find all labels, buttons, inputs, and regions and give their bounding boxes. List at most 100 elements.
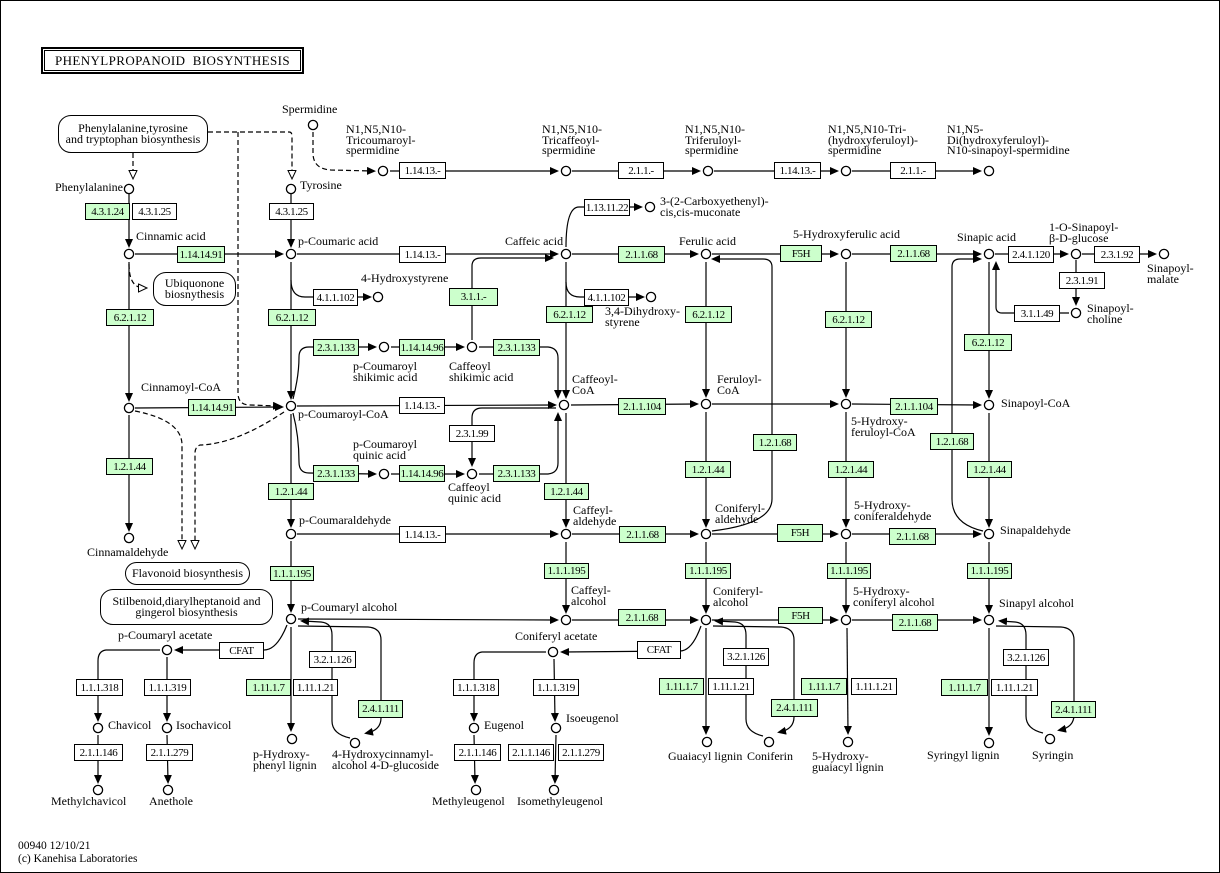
enzyme-box-2.4.1.111[interactable]: 2.4.1.111: [1051, 701, 1096, 718]
enzyme-box-1.2.1.44[interactable]: 1.2.1.44: [828, 461, 874, 478]
enzyme-box-1.11.1.21[interactable]: 1.11.1.21: [851, 678, 897, 695]
compound-circle-p-coumaraldehyde[interactable]: [285, 528, 297, 540]
pathway-link-phe-tyr-trp-biosynthesis[interactable]: Phenylalanine,tyrosine and tryptophan bi…: [58, 115, 208, 153]
enzyme-box-1.14.13.-[interactable]: 1.14.13.-: [399, 246, 446, 263]
compound-circle-5-hydroxyferulic-acid[interactable]: [840, 248, 852, 260]
compound-circle-syringin[interactable]: [1044, 733, 1056, 745]
enzyme-box-1.2.1.68[interactable]: 1.2.1.68: [930, 433, 974, 450]
enzyme-box-2.3.1.133[interactable]: 2.3.1.133: [313, 339, 359, 356]
enzyme-box-1.14.13.-[interactable]: 1.14.13.-: [774, 162, 821, 179]
enzyme-box-2.4.1.111[interactable]: 2.4.1.111: [358, 700, 403, 718]
compound-circle-chavicol[interactable]: [92, 722, 104, 734]
compound-circle-coniferyl-acetate[interactable]: [547, 646, 559, 658]
compound-circle-sinapic-acid[interactable]: [983, 248, 995, 260]
compound-circle-p-coumaroyl-quinic-acid[interactable]: [378, 468, 390, 480]
enzyme-box-1.1.1.195[interactable]: 1.1.1.195: [544, 563, 589, 579]
enzyme-box-1.2.1.44[interactable]: 1.2.1.44: [544, 483, 589, 500]
compound-circle-cinnamic-acid[interactable]: [123, 248, 135, 260]
enzyme-box-2.4.1.111[interactable]: 2.4.1.111: [771, 699, 818, 717]
enzyme-box-3.2.1.126[interactable]: 3.2.1.126: [309, 651, 356, 668]
compound-circle-feruloyl-coa[interactable]: [700, 398, 712, 410]
enzyme-box-3.1.1.-[interactable]: 3.1.1.-: [449, 288, 498, 306]
enzyme-box-1.2.1.44[interactable]: 1.2.1.44: [685, 461, 731, 478]
compound-circle-cinnamoyl-coa[interactable]: [123, 402, 135, 414]
enzyme-box-2.1.1.68[interactable]: 2.1.1.68: [892, 614, 938, 631]
enzyme-box-6.2.1.12[interactable]: 6.2.1.12: [964, 334, 1012, 351]
enzyme-box-2.1.1.104[interactable]: 2.1.1.104: [618, 398, 666, 415]
enzyme-box-1.1.1.195[interactable]: 1.1.1.195: [270, 566, 314, 581]
compound-circle-isomethyleugenol[interactable]: [548, 784, 560, 796]
enzyme-box-1.2.1.44[interactable]: 1.2.1.44: [106, 458, 153, 475]
enzyme-box-1.1.1.319[interactable]: 1.1.1.319: [533, 679, 579, 696]
compound-circle-syringyl-lignin[interactable]: [983, 737, 995, 749]
enzyme-box-1.14.14.91[interactable]: 1.14.14.91: [177, 246, 225, 263]
enzyme-box-3.2.1.126[interactable]: 3.2.1.126: [1003, 649, 1049, 666]
compound-circle-coniferyl-aldehyde[interactable]: [700, 528, 712, 540]
compound-circle-triferuloyl-spermidine[interactable]: [702, 165, 714, 177]
compound-circle-tricaffeoyl-spermidine[interactable]: [560, 165, 572, 177]
pathway-link-stilbenoid-biosynthesis[interactable]: Stilbenoid,diarylheptanoid and gingerol …: [100, 589, 273, 625]
compound-circle-tri-hydroxyferuloyl-spermidine[interactable]: [840, 165, 852, 177]
enzyme-box-2.1.1.-[interactable]: 2.1.1.-: [890, 162, 936, 179]
compound-circle-sinapyl-alcohol[interactable]: [983, 614, 995, 626]
enzyme-box-1.1.1.195[interactable]: 1.1.1.195: [685, 563, 731, 579]
compound-circle-caffeoyl-coa[interactable]: [558, 399, 570, 411]
enzyme-box-2.1.1.146[interactable]: 2.1.1.146: [74, 744, 123, 761]
enzyme-box-CFAT[interactable]: CFAT: [219, 642, 264, 659]
compound-circle-p-coumaryl-alcohol[interactable]: [285, 613, 297, 625]
enzyme-box-F5H[interactable]: F5H: [778, 607, 823, 624]
enzyme-box-4.1.1.102[interactable]: 4.1.1.102: [313, 289, 358, 306]
compound-circle-sinapoyl-glucose[interactable]: [1070, 248, 1082, 260]
compound-circle-sinapoyl-choline[interactable]: [1070, 307, 1082, 319]
compound-circle-phenylalanine[interactable]: [123, 183, 135, 195]
compound-circle-coniferyl-alcohol[interactable]: [700, 614, 712, 626]
compound-circle-p-coumaric-acid[interactable]: [285, 248, 297, 260]
compound-circle-coniferin[interactable]: [763, 736, 775, 748]
compound-circle-methylchavicol[interactable]: [92, 784, 104, 796]
enzyme-box-2.4.1.120[interactable]: 2.4.1.120: [1008, 246, 1054, 263]
compound-circle-anethole[interactable]: [162, 784, 174, 796]
compound-circle-5-hydroxy-coniferyl-alcohol[interactable]: [840, 614, 852, 626]
enzyme-box-1.1.1.318[interactable]: 1.1.1.318: [453, 679, 499, 696]
enzyme-box-2.3.1.99[interactable]: 2.3.1.99: [449, 425, 495, 442]
enzyme-box-4.3.1.25[interactable]: 4.3.1.25: [132, 203, 177, 220]
pathway-link-ubiquinone-biosynthesis[interactable]: Ubiquonone biosnythesis: [153, 272, 236, 306]
compound-circle-sinapoyl-coa[interactable]: [983, 399, 995, 411]
enzyme-box-6.2.1.12[interactable]: 6.2.1.12: [268, 309, 316, 326]
enzyme-box-1.2.1.44[interactable]: 1.2.1.44: [967, 461, 1012, 478]
enzyme-box-1.14.13.-[interactable]: 1.14.13.-: [399, 397, 445, 414]
enzyme-box-1.2.1.68[interactable]: 1.2.1.68: [753, 434, 797, 451]
enzyme-box-1.11.1.7[interactable]: 1.11.1.7: [659, 678, 704, 695]
compound-circle-4-hydroxystyrene[interactable]: [372, 291, 384, 303]
enzyme-box-1.14.14.96[interactable]: 1.14.14.96: [399, 339, 445, 356]
enzyme-box-4.3.1.25[interactable]: 4.3.1.25: [269, 203, 314, 220]
enzyme-box-2.1.1.68[interactable]: 2.1.1.68: [890, 245, 937, 262]
enzyme-box-1.11.1.7[interactable]: 1.11.1.7: [941, 679, 988, 696]
compound-circle-isoeugenol[interactable]: [550, 722, 562, 734]
compound-circle-p-coumaryl-acetate[interactable]: [161, 644, 173, 656]
compound-circle-p-coumaroyl-coa[interactable]: [285, 400, 297, 412]
compound-circle-caffeyl-aldehyde[interactable]: [560, 528, 572, 540]
enzyme-box-2.3.1.133[interactable]: 2.3.1.133: [313, 465, 359, 482]
compound-circle-eugenol[interactable]: [468, 722, 480, 734]
compound-circle-4-hydroxycinnamyl-alcohol-4-d-glucoside[interactable]: [349, 737, 361, 749]
enzyme-box-3.1.1.49[interactable]: 3.1.1.49: [1014, 305, 1060, 322]
compound-circle-isochavicol[interactable]: [161, 722, 173, 734]
enzyme-box-2.3.1.133[interactable]: 2.3.1.133: [493, 339, 540, 356]
enzyme-box-2.1.1.68[interactable]: 2.1.1.68: [618, 609, 666, 626]
compound-circle-p-coumaroyl-shikimic-acid[interactable]: [378, 341, 390, 353]
compound-circle-carboxyethenyl-muconate[interactable]: [644, 201, 656, 213]
compound-circle-caffeyl-alcohol[interactable]: [560, 614, 572, 626]
compound-circle-p-hydroxy-phenyl-lignin[interactable]: [286, 733, 298, 745]
enzyme-box-2.1.1.68[interactable]: 2.1.1.68: [619, 526, 666, 543]
enzyme-box-2.3.1.91[interactable]: 2.3.1.91: [1059, 272, 1105, 289]
enzyme-box-1.11.1.7[interactable]: 1.11.1.7: [801, 678, 847, 695]
enzyme-box-2.1.1.68[interactable]: 2.1.1.68: [618, 246, 665, 263]
compound-circle-caffeoyl-shikimic-acid[interactable]: [466, 341, 478, 353]
enzyme-box-1.13.11.22[interactable]: 1.13.11.22: [584, 199, 630, 216]
enzyme-box-6.2.1.12[interactable]: 6.2.1.12: [106, 309, 154, 326]
compound-circle-sinapaldehyde[interactable]: [983, 528, 995, 540]
enzyme-box-1.1.1.195[interactable]: 1.1.1.195: [967, 563, 1012, 579]
enzyme-box-F5H[interactable]: F5H: [780, 245, 822, 262]
enzyme-box-2.1.1.146[interactable]: 2.1.1.146: [454, 744, 501, 761]
